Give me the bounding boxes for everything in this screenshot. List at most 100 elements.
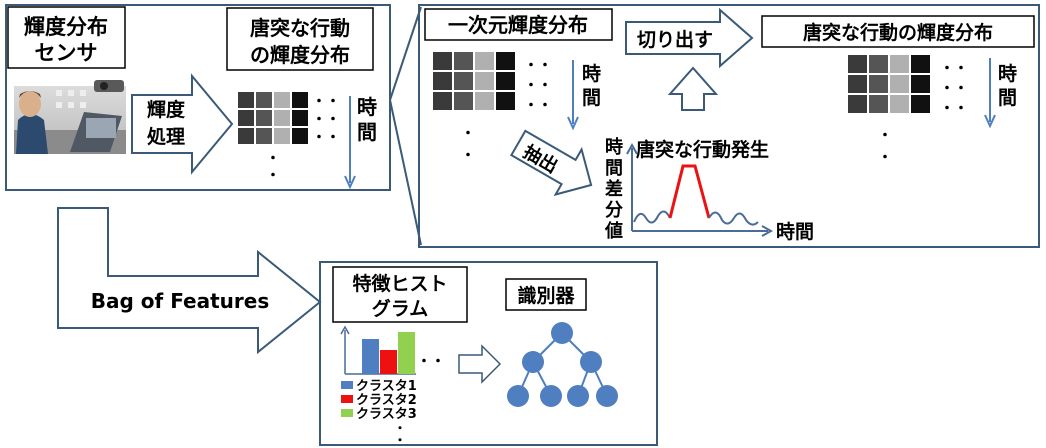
grid-oned-time-arrowhead: [567, 116, 579, 131]
hist-title-line1: 特徴ヒスト: [352, 272, 447, 295]
grid-result-time-arrowhead: [984, 114, 996, 129]
grid-cell: [292, 128, 308, 144]
grid-result-dots-v1: ・: [878, 128, 892, 144]
plot-y-axis-arrowhead: [626, 142, 638, 155]
grid-cell: [274, 110, 290, 126]
grid-oned-dots-v1: ・: [461, 126, 475, 142]
grid-sensor-time-c1: 時: [357, 95, 377, 119]
sensor-title-box: [7, 6, 126, 69]
plot-ylabel-c5: 値: [604, 220, 623, 242]
legend-swatch-2: [341, 395, 353, 403]
classifier-title-box: [505, 278, 587, 311]
sensor-title-line1: 輝度分布: [24, 15, 108, 39]
grid-cell: [911, 95, 930, 113]
grid-cell: [433, 92, 452, 110]
up-arrow: [667, 66, 719, 111]
grid-cell: [848, 95, 867, 113]
plot-ylabel-c2: 間: [605, 158, 623, 179]
grid-sensor-dots-r2: ・・: [312, 112, 340, 128]
grid-cell: [869, 95, 888, 113]
grid-cell: [890, 55, 909, 73]
grid-cell: [475, 52, 494, 70]
grid-cell: [238, 110, 254, 126]
plot-title: 唐突な行動発生: [636, 138, 769, 161]
bof-arrow: [57, 207, 322, 355]
hist-dots: ・・: [417, 354, 445, 370]
grid-cell: [496, 52, 515, 70]
hist-to-classifier-arrow: [458, 344, 502, 384]
grid-cell: [256, 128, 272, 144]
plot-baseline-left: [633, 210, 671, 224]
tree-node-lr: [540, 385, 562, 407]
grid-oned-dots-r2: ・・: [524, 78, 552, 94]
result-title-box: [761, 15, 1035, 48]
grid-result-time-c1: 時: [998, 63, 1017, 85]
plot-ylabel-c3: 差: [605, 178, 623, 200]
legend-dots-1: ・: [394, 421, 406, 435]
grid-cell: [475, 92, 494, 110]
hist-title-box: [332, 266, 468, 323]
grid-cell: [274, 92, 290, 108]
grid-sensor-dots-r3: ・・: [312, 130, 340, 146]
plot-x-axis-arrowhead: [761, 225, 774, 237]
grid-cell: [433, 52, 452, 70]
legend-label-2: クラスタ2: [356, 393, 417, 408]
hist-y-axis-arrowhead: [340, 325, 350, 335]
legend-swatch-1: [341, 381, 353, 389]
plot-ylabel-c1: 時: [605, 137, 623, 158]
callout-line-bottom: [389, 99, 422, 246]
grid-cell: [256, 110, 272, 126]
classifier-title: 識別器: [517, 284, 575, 307]
grid-result-dots-r1: ・・: [940, 61, 968, 77]
grid-sensor-dots-r1: ・・: [312, 94, 340, 110]
grid-oned-dots-v2: ・: [461, 148, 475, 164]
tree-node-ll: [507, 385, 529, 407]
grid-result-dots-r2: ・・: [940, 81, 968, 97]
grid-result-dots-r3: ・・: [940, 101, 968, 117]
tree-node-rl: [567, 385, 589, 407]
callout-line-top: [389, 6, 422, 101]
grid-sensor-dots-v1: ・: [266, 151, 280, 167]
grid-cell: [475, 72, 494, 90]
oned-title-box: [424, 8, 613, 41]
grid-cell: [292, 110, 308, 126]
extract-arrow: [509, 129, 593, 197]
grid-cell: [890, 95, 909, 113]
tree-node-l: [522, 351, 544, 373]
process-arrow-line2: 処理: [147, 125, 185, 148]
grid-cell: [292, 92, 308, 108]
grid-cell: [911, 55, 930, 73]
sudden-title-line1: 唐突な行動: [250, 16, 350, 40]
bof-label: Bag of Features: [91, 289, 269, 313]
grid-cell: [869, 75, 888, 93]
plot-ylabel-c4: 分: [605, 200, 623, 221]
plot-xlabel: 時間: [776, 221, 814, 243]
grid-sensor-dots-v2: ・: [266, 168, 280, 184]
luminance-grid-sensor: [238, 92, 308, 144]
grid-cell: [496, 72, 515, 90]
cut-out-label: 切り出す: [637, 28, 713, 51]
tree-node-root: [551, 322, 573, 344]
person-at-laptop-photo: [14, 80, 126, 154]
grid-oned-time-c1: 時: [582, 63, 601, 85]
sensor-title-line2: センサ: [35, 41, 98, 65]
result-title: 唐突な行動の輝度分布: [803, 21, 993, 44]
grid-cell: [238, 92, 254, 108]
luminance-grid-oned: [433, 52, 515, 110]
grid-cell: [454, 72, 473, 90]
legend-dots-2: ・: [394, 433, 406, 447]
sudden-title-box: [226, 7, 374, 71]
grid-cell: [274, 128, 290, 144]
grid-oned-dots-r3: ・・: [524, 98, 552, 114]
grid-cell: [496, 92, 515, 110]
plot-peak: [668, 164, 711, 219]
grid-cell: [454, 92, 473, 110]
oned-title: 一次元輝度分布: [448, 13, 588, 37]
plot-baseline-right: [708, 211, 759, 226]
luminance-grid-result: [848, 55, 930, 113]
grid-cell: [911, 75, 930, 93]
grid-cell: [454, 52, 473, 70]
grid-oned-dots-r1: ・・: [524, 58, 552, 74]
grid-result-dots-v2: ・: [878, 150, 892, 166]
process-arrow: [131, 73, 234, 175]
